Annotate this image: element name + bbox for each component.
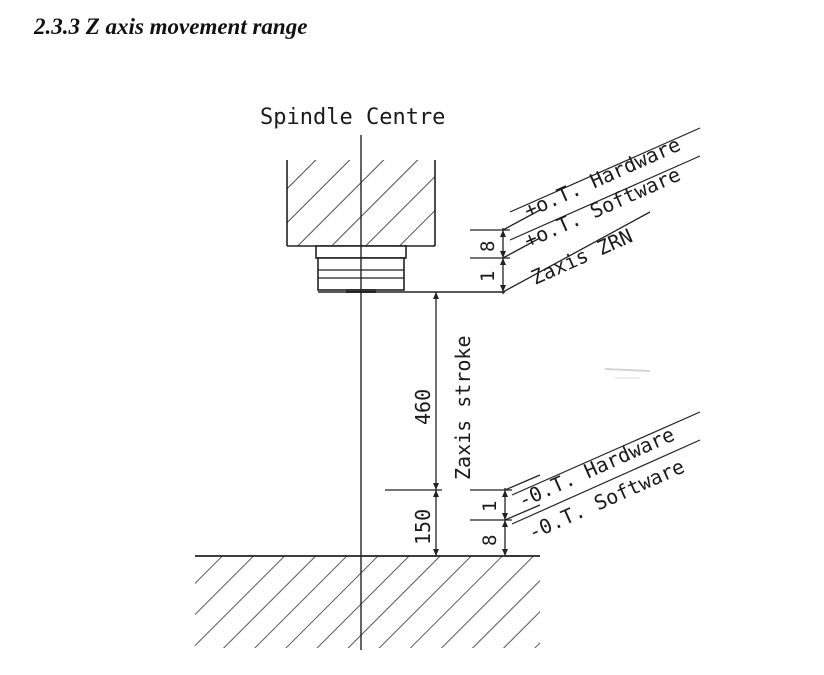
offset-dimension [433,490,439,556]
spindle-centre-label: Spindle Centre [260,105,445,130]
background-smudges [604,368,651,379]
top-dim-hw-sw: 8 [477,241,499,252]
machine-table [195,555,540,648]
stroke-dimension [385,292,442,491]
bottom-dim-hw-sw: 1 [479,501,501,512]
section-heading: 2.3.3 Z axis movement range [34,14,308,39]
top-dim-sw-zrn: 1 [477,271,499,282]
bottom-dim-sw-table: 8 [479,535,501,546]
bottom-limit-dimensions [470,411,701,557]
offset-value: 150 [411,509,435,545]
top-limit-dimensions [470,127,701,294]
stroke-label: Zaxis stroke [451,336,475,481]
stroke-value: 460 [411,389,435,425]
